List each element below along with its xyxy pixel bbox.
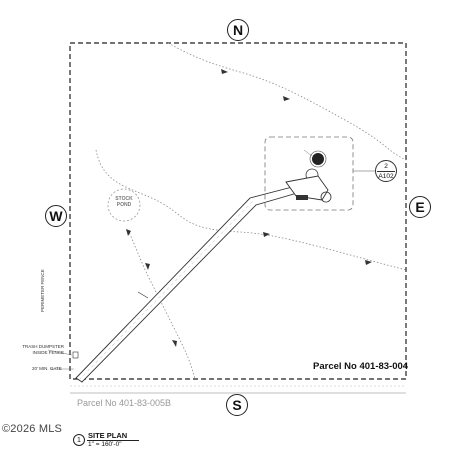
stock-pond (107, 188, 141, 222)
north-marker: N (227, 19, 249, 41)
trash-dumpster-label: TRASH DUMPSTER INSIDE FENCE (22, 344, 64, 355)
plan-scale: 1" = 160'-0" (88, 441, 122, 448)
south-marker: S (226, 394, 248, 416)
house-structure (312, 153, 324, 165)
driveway (75, 184, 305, 383)
callout-number: 2 (384, 163, 388, 170)
detail-callout: 2 A102 (375, 160, 397, 182)
building-envelope (264, 136, 354, 211)
plan-title: SITE PLAN (88, 431, 128, 440)
wash-north (167, 42, 407, 161)
property-boundary (69, 42, 407, 380)
pad (285, 175, 329, 201)
west-marker: W (45, 205, 67, 227)
stock-pond-label: STOCK POND (115, 196, 133, 208)
wash-west (95, 149, 407, 271)
plan-title-underline (87, 440, 139, 441)
driveway-tick (137, 291, 149, 299)
adjacent-parcel-label: Parcel No 401-83-005B (77, 398, 172, 408)
parcel-label: Parcel No 401-83-004 (313, 361, 409, 372)
perimeter-fence-label: PERIMETER FENCE (40, 269, 45, 312)
east-marker: E (409, 196, 431, 218)
wash-south (127, 229, 196, 380)
gate-label: 20' MIN. GATE (32, 366, 62, 371)
parking (296, 195, 308, 200)
callout-sheet: A102 (377, 171, 395, 180)
watermark: ©2026 MLS (2, 423, 63, 435)
trash-dumpster (72, 351, 79, 359)
plan-number: 1 (73, 434, 85, 446)
